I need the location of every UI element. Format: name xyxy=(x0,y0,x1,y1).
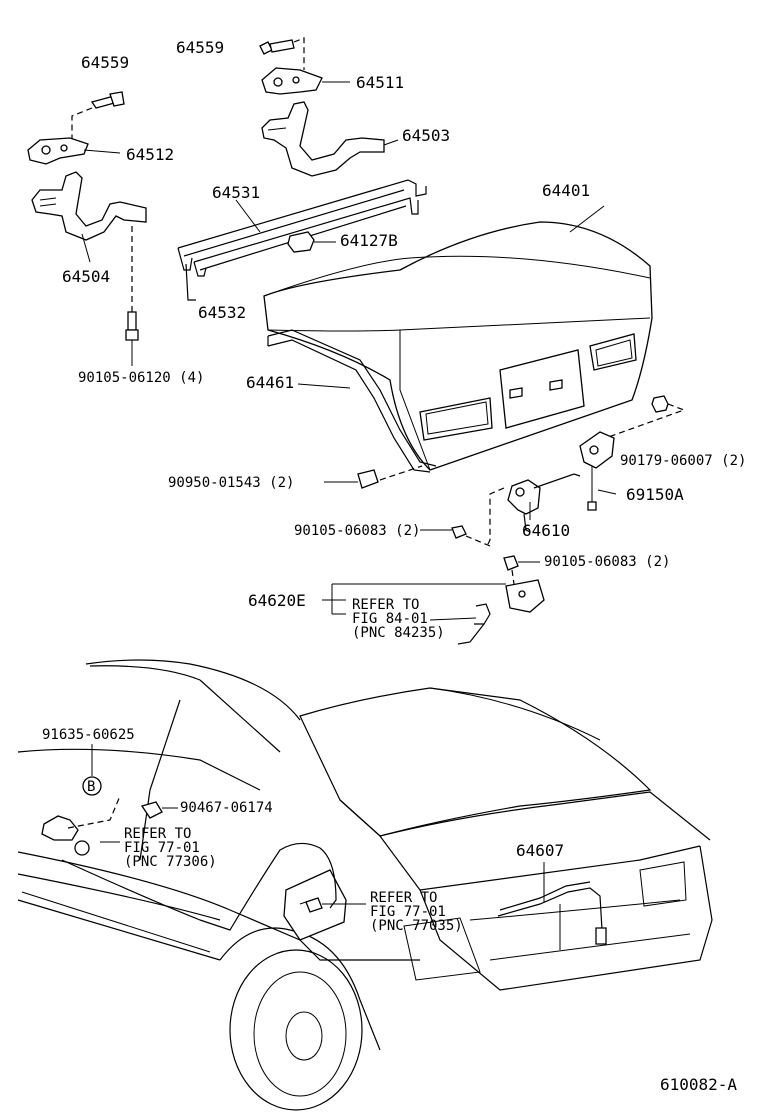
label-64503: 64503 xyxy=(402,126,450,145)
label-64559-b: 64559 xyxy=(176,38,224,57)
label-64401: 64401 xyxy=(542,181,590,200)
trunk-opener-cable-64607 xyxy=(497,862,607,945)
label-90179-06007: 90179-06007 (2) xyxy=(620,453,746,469)
weatherstrip-64461 xyxy=(267,329,437,473)
fuel-opener-cable xyxy=(41,744,366,931)
refer-77a-line3: (PNC 77306) xyxy=(124,854,217,870)
clip-90950-01543 xyxy=(324,465,423,489)
lock-assembly-64610 xyxy=(485,473,581,549)
label-64511: 64511 xyxy=(356,73,404,92)
left-hinge-group xyxy=(27,91,147,366)
right-hinge-group xyxy=(259,37,399,177)
refer-84-line1: REFER TO xyxy=(352,597,419,613)
label-64127B: 64127B xyxy=(340,231,398,250)
label-64610: 64610 xyxy=(522,521,570,540)
refer-77a-line1: REFER TO xyxy=(124,826,191,842)
trunk-lid-64401 xyxy=(263,205,653,471)
striker-64620E xyxy=(322,579,545,645)
label-64620E: 64620E xyxy=(248,591,306,610)
bolt-90105-06083-b xyxy=(503,555,540,585)
refer-77b-line2: FIG 77-01 xyxy=(370,904,446,920)
label-90105-06083-b: 90105-06083 (2) xyxy=(544,554,670,570)
label-circle-b: B xyxy=(87,779,95,795)
reference-circle-b xyxy=(82,776,102,796)
bolt-64559-left xyxy=(90,91,125,109)
part-number-labels: 64559 64559 64511 64503 64512 64531 6440… xyxy=(42,38,746,860)
label-69150A: 69150A xyxy=(626,485,684,504)
torsion-bars xyxy=(177,179,427,301)
label-90105-06083-a: 90105-06083 (2) xyxy=(294,523,420,539)
label-64504: 64504 xyxy=(62,267,110,286)
label-64512: 64512 xyxy=(126,145,174,164)
refer-note-77-01-a: REFER TO FIG 77-01 (PNC 77306) xyxy=(124,826,217,870)
label-90105-06120: 90105-06120 (4) xyxy=(78,370,204,386)
refer-77b-line1: REFER TO xyxy=(370,890,437,906)
figure-code: 610082-A xyxy=(660,1075,737,1094)
hinge-arm-64504 xyxy=(31,171,147,263)
label-64532: 64532 xyxy=(198,303,246,322)
label-64607: 64607 xyxy=(516,841,564,860)
bolt-90105-06083-a xyxy=(420,525,491,547)
label-90950-01543: 90950-01543 (2) xyxy=(168,475,294,491)
bolt-64559-right xyxy=(259,39,295,55)
hinge-bracket-64511 xyxy=(261,67,350,95)
cushion-90179-06007 xyxy=(599,395,686,441)
label-64461: 64461 xyxy=(246,373,294,392)
label-91635-60625: 91635-60625 xyxy=(42,727,135,743)
refer-77b-line3: (PNC 77035) xyxy=(370,918,463,934)
solenoid-69150A xyxy=(579,431,617,511)
hinge-arm-64503 xyxy=(261,101,399,177)
refer-note-84-01: REFER TO FIG 84-01 (PNC 84235) xyxy=(352,597,445,641)
clip-64127B xyxy=(287,231,336,253)
refer-84-line2: FIG 84-01 xyxy=(352,611,428,627)
refer-84-line3: (PNC 84235) xyxy=(352,625,445,641)
hinge-bracket-64512 xyxy=(27,137,121,165)
refer-77a-line2: FIG 77-01 xyxy=(124,840,200,856)
label-64559-a: 64559 xyxy=(81,53,129,72)
car-rear-body xyxy=(17,659,713,1111)
bolt-90105-06120 xyxy=(125,311,139,366)
label-64531: 64531 xyxy=(212,183,260,202)
refer-note-77-01-b: REFER TO FIG 77-01 (PNC 77035) xyxy=(370,890,463,934)
label-90467-06174: 90467-06174 xyxy=(180,800,273,816)
